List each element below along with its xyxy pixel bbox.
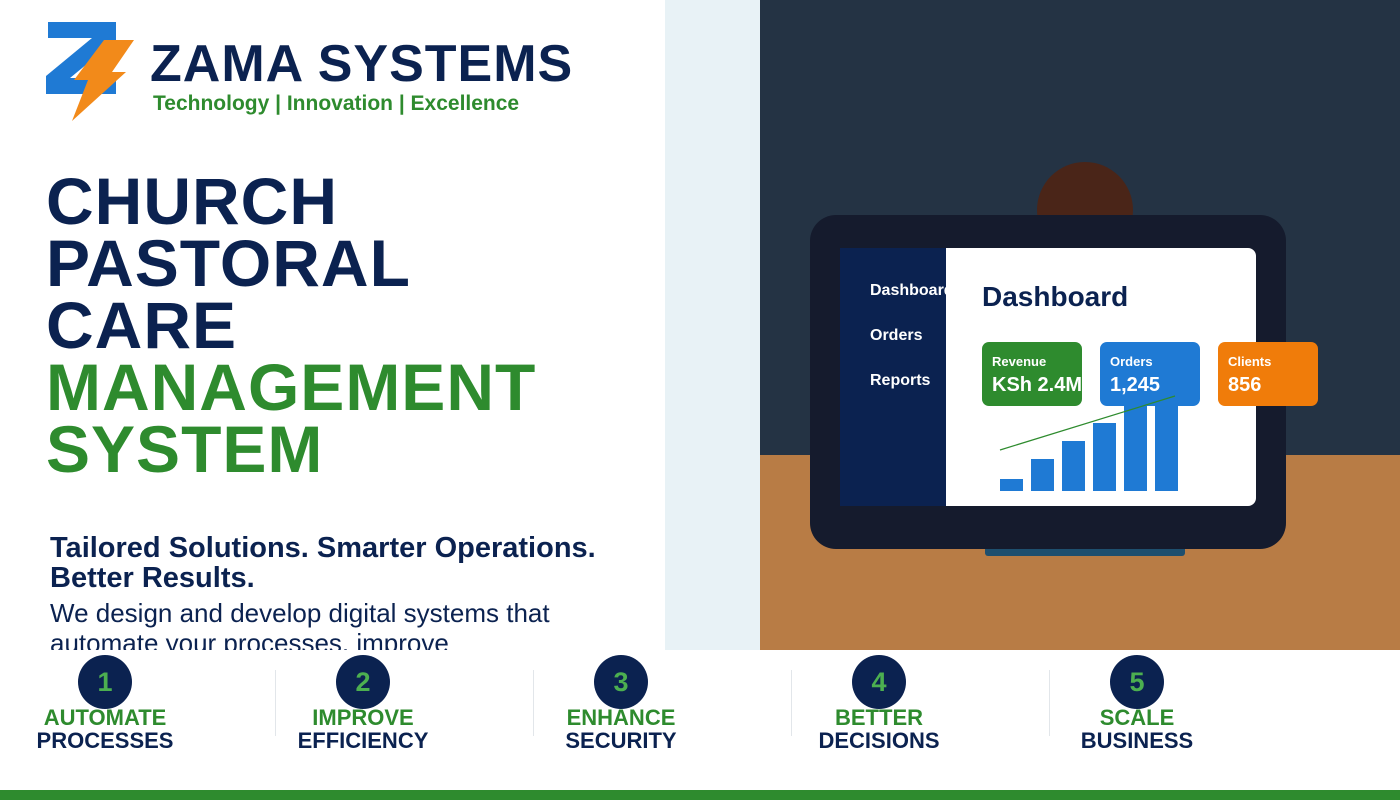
dashboard-sidebar <box>840 248 946 506</box>
headline-line-3: CARE <box>46 288 238 362</box>
orders-card[interactable] <box>1100 342 1200 406</box>
step-scale: 5 SCALE BUSINESS <box>1032 650 1290 790</box>
headline-line-4: MANAGEMENT <box>46 350 537 424</box>
body-text: We design and develop digital systems th… <box>50 598 550 650</box>
step-number-badge: 2 <box>336 655 390 709</box>
step-automate: 1 AUTOMATE PROCESSES <box>0 650 258 790</box>
clients-card[interactable] <box>1218 342 1318 406</box>
subheading: Tailored Solutions. Smarter Operations. … <box>50 532 596 594</box>
headline-line-1: CHURCH <box>46 164 338 238</box>
dashboard-title: Dashboard <box>982 281 1128 312</box>
step-divider <box>1049 670 1050 736</box>
dashboard-bar <box>1000 479 1023 491</box>
step-title: IMPROVE <box>312 705 414 730</box>
step-number-badge: 3 <box>594 655 648 709</box>
divider-panel <box>665 0 760 650</box>
revenue-card-value: KSh 2.4M <box>992 374 1082 396</box>
step-divider <box>791 670 792 736</box>
step-number-badge: 5 <box>1110 655 1164 709</box>
step-better: 4 BETTER DECISIONS <box>774 650 1032 790</box>
dashboard-nav-reports[interactable]: Reports <box>870 372 931 389</box>
benefits-strip: 1 AUTOMATE PROCESSES 2 IMPROVE EFFICIENC… <box>0 650 1400 790</box>
brand-name: ZAMA SYSTEMS <box>150 35 574 93</box>
dashboard-nav-dashboard[interactable]: Dashboard <box>870 282 954 299</box>
step-title: BETTER <box>835 705 923 730</box>
brand-tagline: Technology | Innovation | Excellence <box>153 92 520 115</box>
headline-line-2: PASTORAL <box>46 226 411 300</box>
dashboard-bar <box>1062 441 1085 491</box>
dashboard-bar <box>1093 423 1116 491</box>
dashboard-nav-orders[interactable]: Orders <box>870 327 923 344</box>
step-subtitle: PROCESSES <box>36 728 174 753</box>
orders-card-value: 1,245 <box>1110 374 1160 396</box>
zama-logo-icon <box>46 22 134 121</box>
step-subtitle: SECURITY <box>565 728 677 753</box>
headline: CHURCH PASTORAL CARE MANAGEMENT SYSTEM <box>46 164 537 486</box>
headline-line-5: SYSTEM <box>46 412 324 486</box>
dashboard-bar <box>1031 459 1054 491</box>
step-subtitle: EFFICIENCY <box>297 728 429 753</box>
step-title: AUTOMATE <box>43 705 167 730</box>
revenue-card[interactable] <box>982 342 1082 406</box>
trend-line <box>999 395 1176 451</box>
footer-accent-bar <box>0 790 1400 800</box>
hero-left-panel: ZAMA SYSTEMS Technology | Innovation | E… <box>0 0 665 650</box>
dashboard-scene: Dashboard Orders Reports Dashboard Reven… <box>760 0 1400 650</box>
scene-illustration: Dashboard Orders Reports Dashboard Reven… <box>760 0 1400 650</box>
step-enhance: 3 ENHANCE SECURITY <box>516 650 774 790</box>
step-divider <box>533 670 534 736</box>
step-number-badge: 4 <box>852 655 906 709</box>
clients-card-label: Clients <box>1228 354 1271 369</box>
dashboard-bar <box>1124 396 1147 491</box>
step-title: SCALE <box>1099 705 1175 730</box>
step-title: ENHANCE <box>566 705 676 730</box>
clients-card-value: 856 <box>1228 374 1261 396</box>
revenue-card-label: Revenue <box>992 354 1046 369</box>
step-improve: 2 IMPROVE EFFICIENCY <box>258 650 516 790</box>
step-subtitle: BUSINESS <box>1080 728 1194 753</box>
step-divider <box>275 670 276 736</box>
step-number-badge: 1 <box>78 655 132 709</box>
orders-card-label: Orders <box>1110 354 1153 369</box>
step-subtitle: DECISIONS <box>818 728 940 753</box>
